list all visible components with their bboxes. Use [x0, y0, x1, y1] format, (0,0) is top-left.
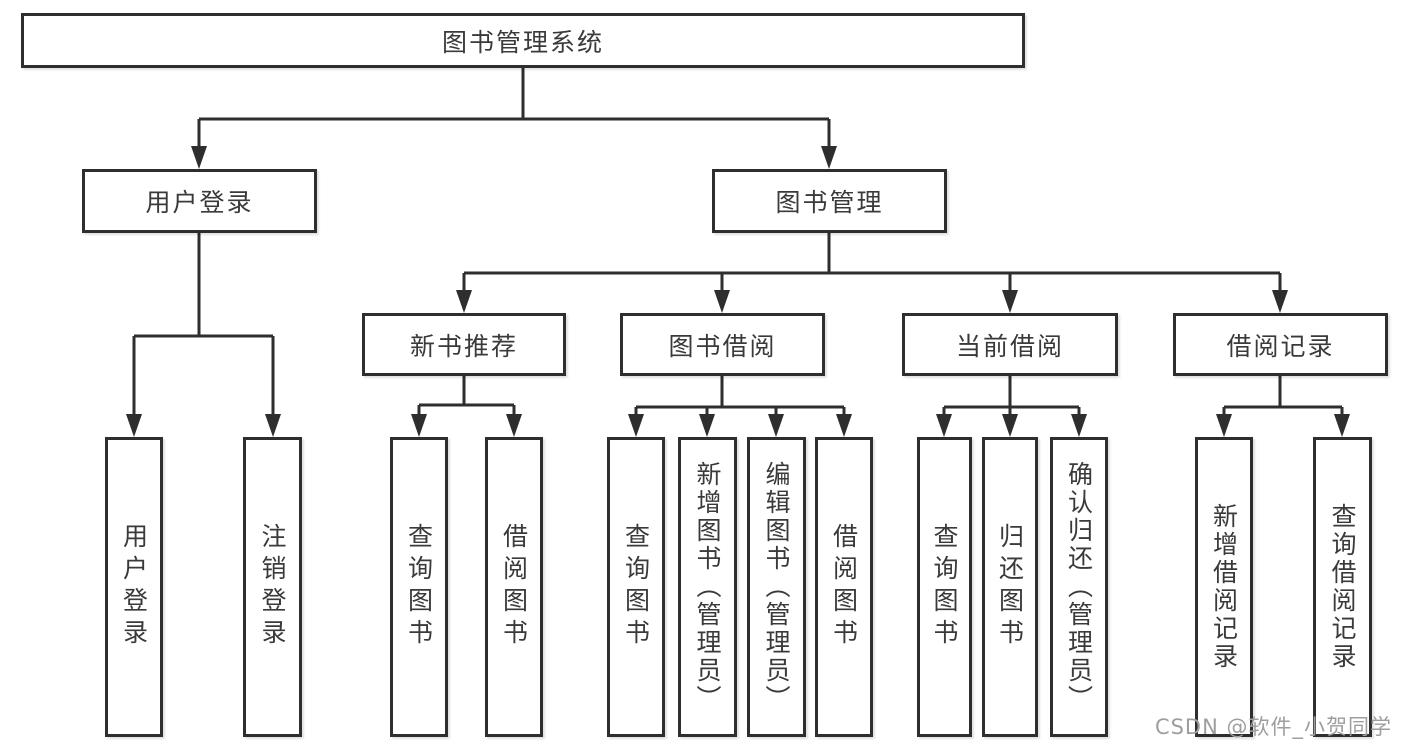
node-current-borrow: 当前借阅: [902, 313, 1118, 376]
edges-current-borrow: [936, 376, 1087, 437]
leaf-borrow-query-books: 查询图书: [607, 437, 665, 737]
leaf-label: 查询图书: [930, 523, 959, 651]
node-borrow-record: 借阅记录: [1173, 313, 1388, 376]
leaf-label: 注销登录: [258, 523, 287, 651]
edges-new-book: [411, 376, 522, 437]
edges-book-mgmt: [456, 233, 1288, 313]
leaf-newbook-borrow-books: 借阅图书: [485, 437, 543, 737]
leaf-label: 新增借阅记录: [1209, 503, 1239, 671]
leaf-label: 确认归还（管理员）: [1064, 461, 1094, 713]
leaf-logout: 注销登录: [243, 437, 302, 737]
leaf-newbook-query-books: 查询图书: [390, 437, 448, 737]
node-user-login: 用户登录: [82, 169, 317, 233]
node-book-management: 图书管理: [712, 169, 947, 233]
leaf-add-books-admin: 新增图书（管理员）: [678, 437, 737, 737]
leaf-label: 查询图书: [621, 523, 651, 651]
leaf-label: 借阅图书: [499, 523, 529, 651]
node-root-system: 图书管理系统: [21, 13, 1025, 68]
leaf-edit-books-admin: 编辑图书（管理员）: [747, 437, 806, 737]
leaf-label: 新增图书（管理员）: [693, 461, 722, 713]
edges-borrow-record: [1216, 376, 1350, 437]
leaf-label: 借阅图书: [829, 523, 859, 651]
leaf-label: 用户登录: [119, 523, 149, 651]
csdn-watermark: CSDN @软件_小贺同学: [1154, 715, 1392, 739]
leaf-label: 查询图书: [404, 523, 434, 651]
leaf-label: 编辑图书（管理员）: [762, 461, 791, 713]
node-book-borrow: 图书借阅: [620, 313, 825, 376]
leaf-current-query-books: 查询图书: [917, 437, 972, 737]
node-new-book-recommend: 新书推荐: [362, 313, 566, 376]
leaf-query-borrow-record: 查询借阅记录: [1313, 437, 1372, 737]
edges-root: [191, 68, 837, 169]
leaf-user-login: 用户登录: [105, 437, 163, 737]
edges-user-login: [126, 233, 281, 437]
edges-book-borrow: [628, 376, 852, 437]
leaf-borrow-books: 借阅图书: [815, 437, 873, 737]
leaf-label: 归还图书: [995, 523, 1025, 651]
leaf-confirm-return-admin: 确认归还（管理员）: [1050, 437, 1108, 737]
leaf-label: 查询借阅记录: [1328, 503, 1357, 671]
leaf-add-borrow-record: 新增借阅记录: [1195, 437, 1253, 737]
leaf-return-books: 归还图书: [982, 437, 1038, 737]
